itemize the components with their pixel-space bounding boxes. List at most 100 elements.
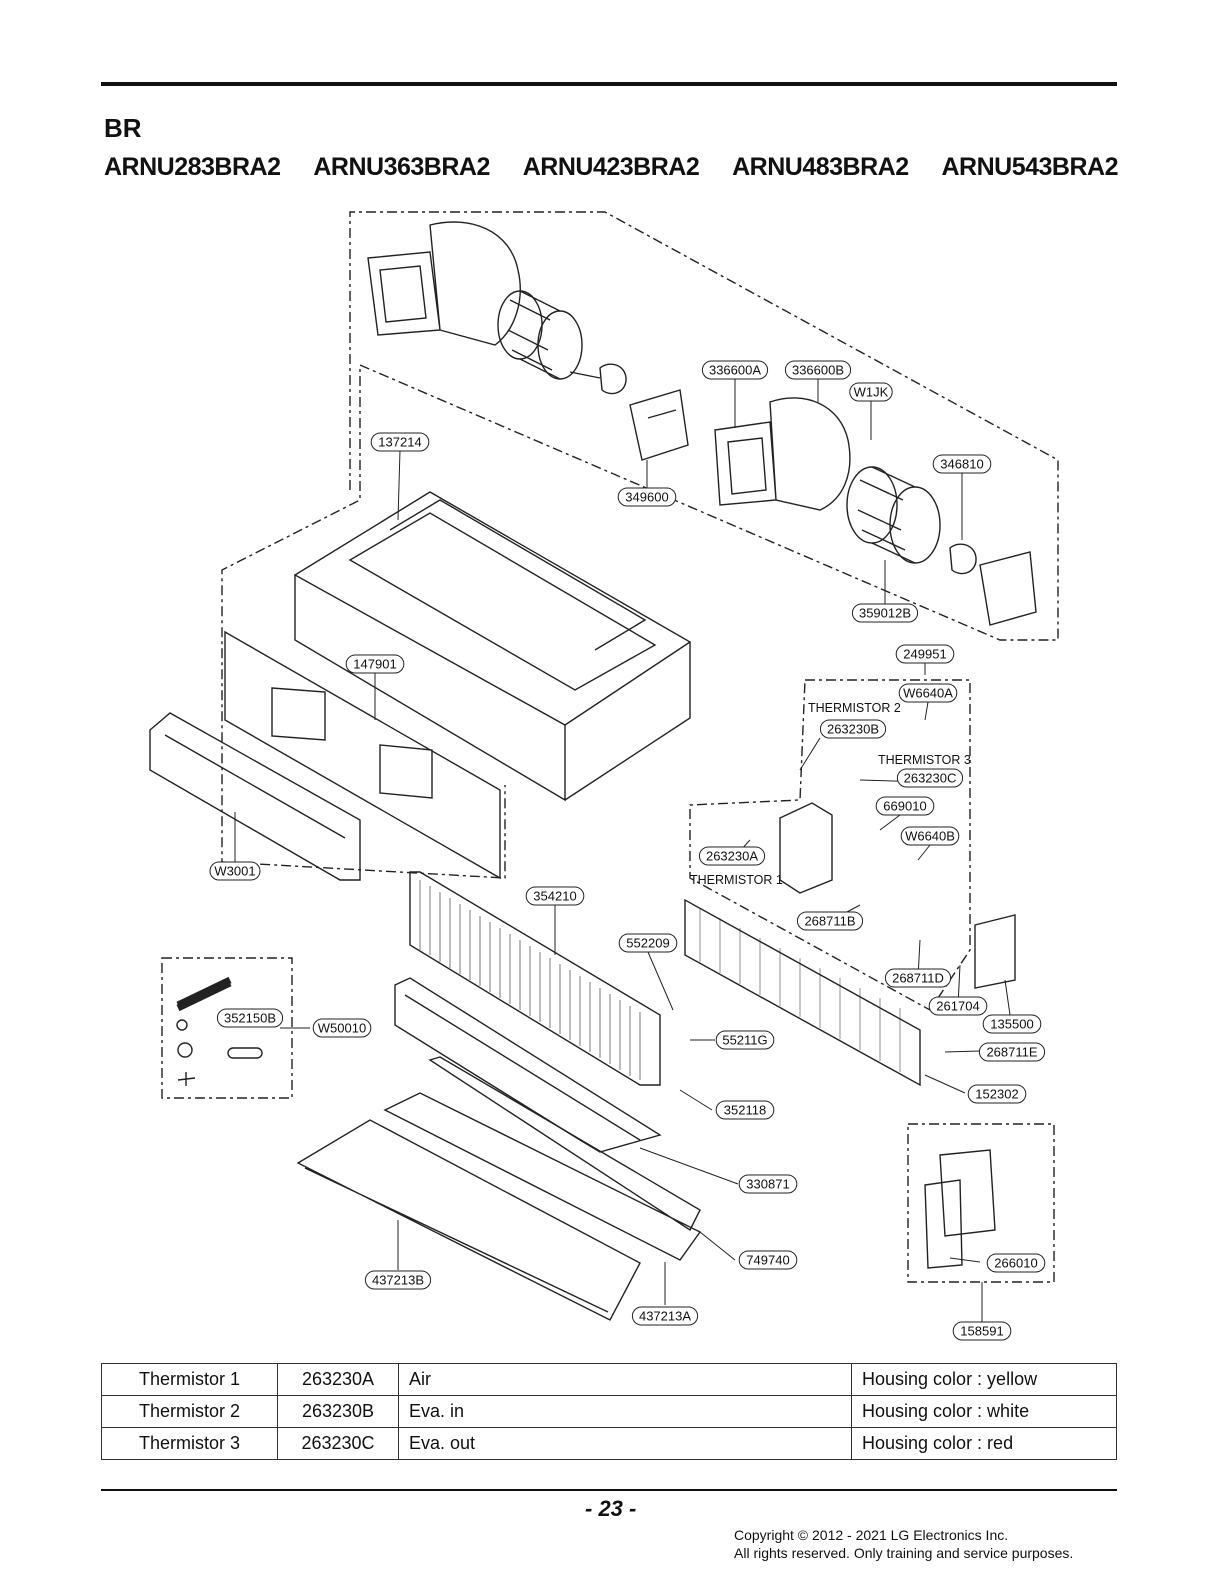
part-label-text: 261704 [936,999,979,1014]
part-label: W3001 [209,861,261,881]
motor-left [569,363,627,395]
model-name: ARNU423BRA2 [522,153,700,181]
part-label: 263230A [698,846,766,866]
part-label-text: W6640B [905,829,955,844]
copyright: Copyright © 2012 - 2021 LG Electronics I… [734,1526,1073,1562]
insulation-tube [227,1047,263,1059]
part-label: 137214 [370,432,430,452]
part-label-text: 266010 [994,1256,1037,1271]
blower-wheel-right [846,466,941,564]
front-panel [224,630,501,880]
part-label-text: 352118 [724,1103,766,1118]
thermistor-name: Thermistor 3 [101,1427,278,1460]
part-label-outline [618,933,678,953]
part-label-outline [986,1253,1046,1273]
side-cover [974,914,1016,989]
part-label: 158591 [952,1321,1012,1341]
copyright-line: All rights reserved. Only training and s… [734,1545,1074,1561]
part-label: 55211G [715,1030,775,1050]
part-label-outline [896,768,964,788]
table-row: Thermistor 3 263230C Eva. out Housing co… [101,1427,1117,1460]
part-label: 437213A [631,1306,699,1326]
part-label: 268711B [796,911,864,931]
part-label-outline [617,487,677,507]
part-label-outline [715,1100,775,1120]
part-label-text: W1JK [854,385,889,400]
part-label: 330871 [738,1174,798,1194]
fan-group-outline [221,211,1059,879]
control-box [779,802,833,894]
cabinet-body [293,491,692,802]
part-label-text: 147901 [353,657,396,672]
thermistor-housing: Housing color : white [851,1395,1117,1428]
part-label-text: 137214 [378,435,421,450]
thermistor-position: Eva. out [398,1427,852,1460]
support-rail [383,1056,702,1261]
thermistor-code: 263230C [277,1427,399,1460]
table-row: Thermistor 1 263230A Air Housing color :… [101,1363,1117,1396]
part-label: 346810 [932,454,992,474]
part-label-text: 249951 [903,647,946,662]
part-label-outline [967,1084,1027,1104]
part-label-outline [370,432,430,452]
part-label: W50010 [312,1018,372,1038]
part-label: 552209 [618,933,678,953]
part-label-text: 263230A [706,849,758,864]
part-label: 352118 [715,1100,775,1120]
part-label-outline [525,886,585,906]
fan-housing-left [367,221,521,346]
part-label-outline [312,1018,372,1038]
part-label: W6640A [898,683,958,703]
part-label-text: W6640A [903,686,953,701]
thermistor-1-label: THERMISTOR 1 [690,873,783,887]
part-label: 669010 [875,796,935,816]
table-row: Thermistor 2 263230B Eva. in Housing col… [101,1395,1117,1428]
control-box-outline [689,679,971,1011]
evaporator-coil [409,871,661,1086]
part-label-outline [982,1014,1042,1034]
part-label-text: 437213B [372,1273,424,1288]
part-label-outline [784,360,852,380]
part-label-outline [796,911,864,931]
part-label-text: 135500 [990,1017,1033,1032]
part-label: 749740 [738,1250,798,1270]
part-label-text: 749740 [746,1253,789,1268]
part-label-outline [952,1321,1012,1341]
part-label-text: 359012B [859,606,911,621]
part-label-outline [364,1270,432,1290]
part-label-text: 669010 [883,799,926,814]
part-label-outline [819,719,887,739]
part-label-outline [715,1030,775,1050]
motor-bracket-right [979,551,1037,626]
part-label-text: 336600A [709,363,761,378]
thermistor-table: Thermistor 1 263230A Air Housing color :… [101,1363,1117,1460]
air-filter [684,898,921,1087]
accessory-bag-outline [161,957,293,1099]
part-label: 263230C [896,768,964,788]
part-label-text: W3001 [214,864,255,879]
part-label-outline [698,846,766,866]
thermistor-2-label: THERMISTOR 2 [808,701,901,715]
part-label-text: W50010 [318,1021,366,1036]
part-label-outline [898,683,958,703]
thermistor-3-label: THERMISTOR 3 [878,753,971,767]
footer-rule [101,1489,1117,1491]
part-label: 268711E [978,1042,1046,1062]
part-label: 354210 [525,886,585,906]
drain-pump [924,1149,996,1269]
part-label-text: 263230B [827,722,879,737]
thermistor-code: 263230A [277,1363,399,1396]
bottom-panel [296,1119,641,1321]
part-label: 266010 [986,1253,1046,1273]
flange-frame [149,712,361,881]
part-label-outline [216,1008,284,1028]
clamp [177,1042,193,1058]
part-label-outline [978,1042,1046,1062]
copyright-line: Copyright © 2012 - 2021 LG Electronics I… [734,1527,1009,1543]
thermistor-code: 263230B [277,1395,399,1428]
thermistor-name: Thermistor 2 [101,1395,278,1428]
part-label-outline [701,360,769,380]
part-label-text: 268711B [804,914,855,929]
part-label: 261704 [928,996,988,1016]
part-label-outline [738,1174,798,1194]
